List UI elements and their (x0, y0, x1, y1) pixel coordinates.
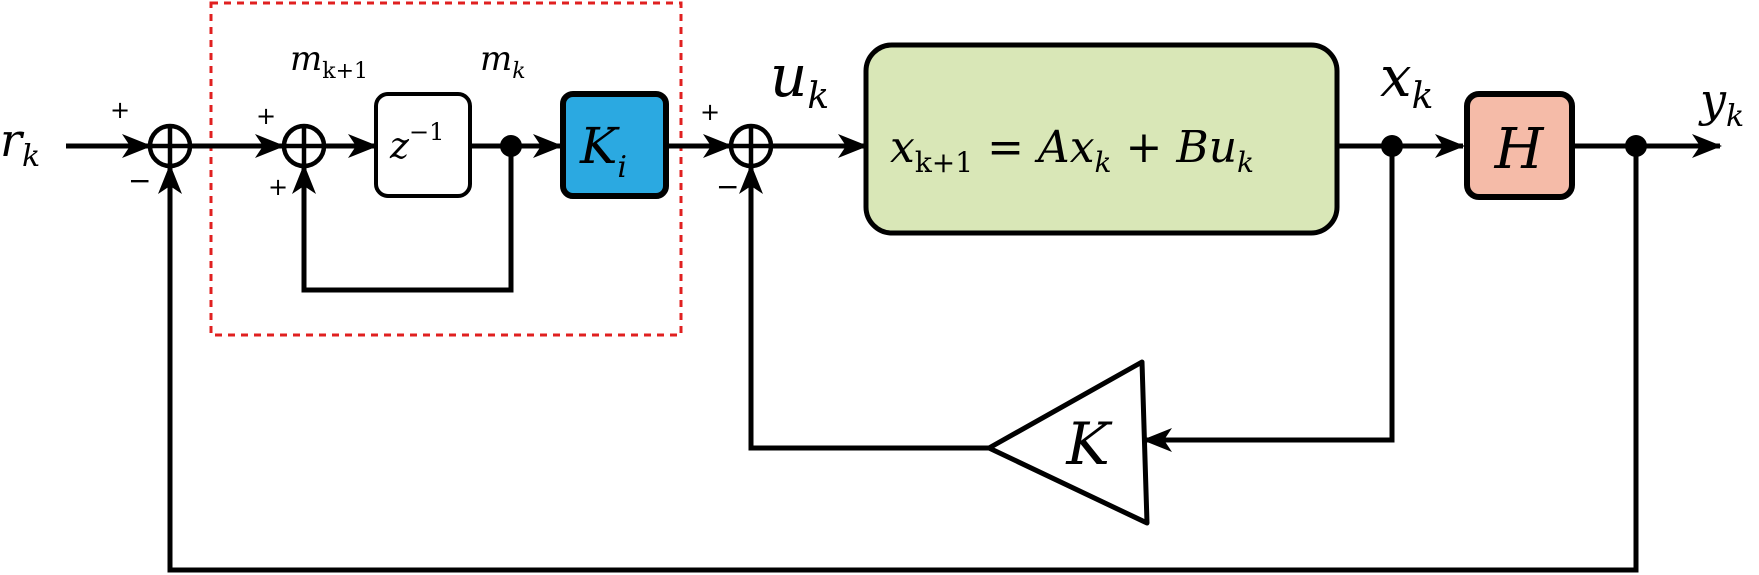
y-junction (1625, 135, 1647, 157)
integrator-frame (209, 1, 683, 337)
integrator-feedback-wire (292, 146, 514, 293)
sum3-bottom-sign: − (716, 170, 739, 203)
ki-block-body (560, 91, 669, 199)
svg-text:K: K (1065, 410, 1113, 478)
sum2-bottom-sign: + (268, 173, 288, 201)
sum2-top-sign: + (256, 102, 276, 130)
m-next-label: mk+1 (290, 39, 368, 84)
h-block: H (1464, 91, 1575, 200)
reference-label: rk (0, 113, 40, 174)
sum2-junction (281, 123, 327, 169)
m-cur-label: mk (480, 39, 526, 84)
svg-text:H: H (1494, 117, 1545, 182)
m-junction (500, 135, 522, 157)
ki-block: Ki (560, 91, 669, 199)
delay-block: z−1 (374, 92, 472, 198)
input-label: uk (770, 42, 829, 117)
output-feedback-wire (158, 146, 1639, 573)
gain-output-wire (739, 164, 989, 451)
sum3-junction (728, 123, 774, 169)
plant-block: xk+1 = Axk + Buk (863, 42, 1340, 236)
x-junction (1381, 135, 1403, 157)
sum3-top-sign: + (700, 98, 720, 126)
plant-block-body (863, 42, 1340, 236)
svg-text:Ki: Ki (579, 117, 627, 185)
sum1-top-sign: + (110, 96, 130, 124)
state-label: xk (1380, 45, 1433, 117)
state-feedback-wire (1142, 146, 1395, 452)
sum1-bottom-sign: − (128, 164, 151, 197)
h-block-body (1464, 91, 1575, 200)
svg-text:z−1: z−1 (389, 118, 444, 167)
sum1-junction (147, 123, 193, 169)
plant-equation: xk+1 = Axk + Buk (890, 122, 1254, 179)
output-label: yk (1698, 73, 1744, 134)
gain-block: K (986, 359, 1150, 526)
